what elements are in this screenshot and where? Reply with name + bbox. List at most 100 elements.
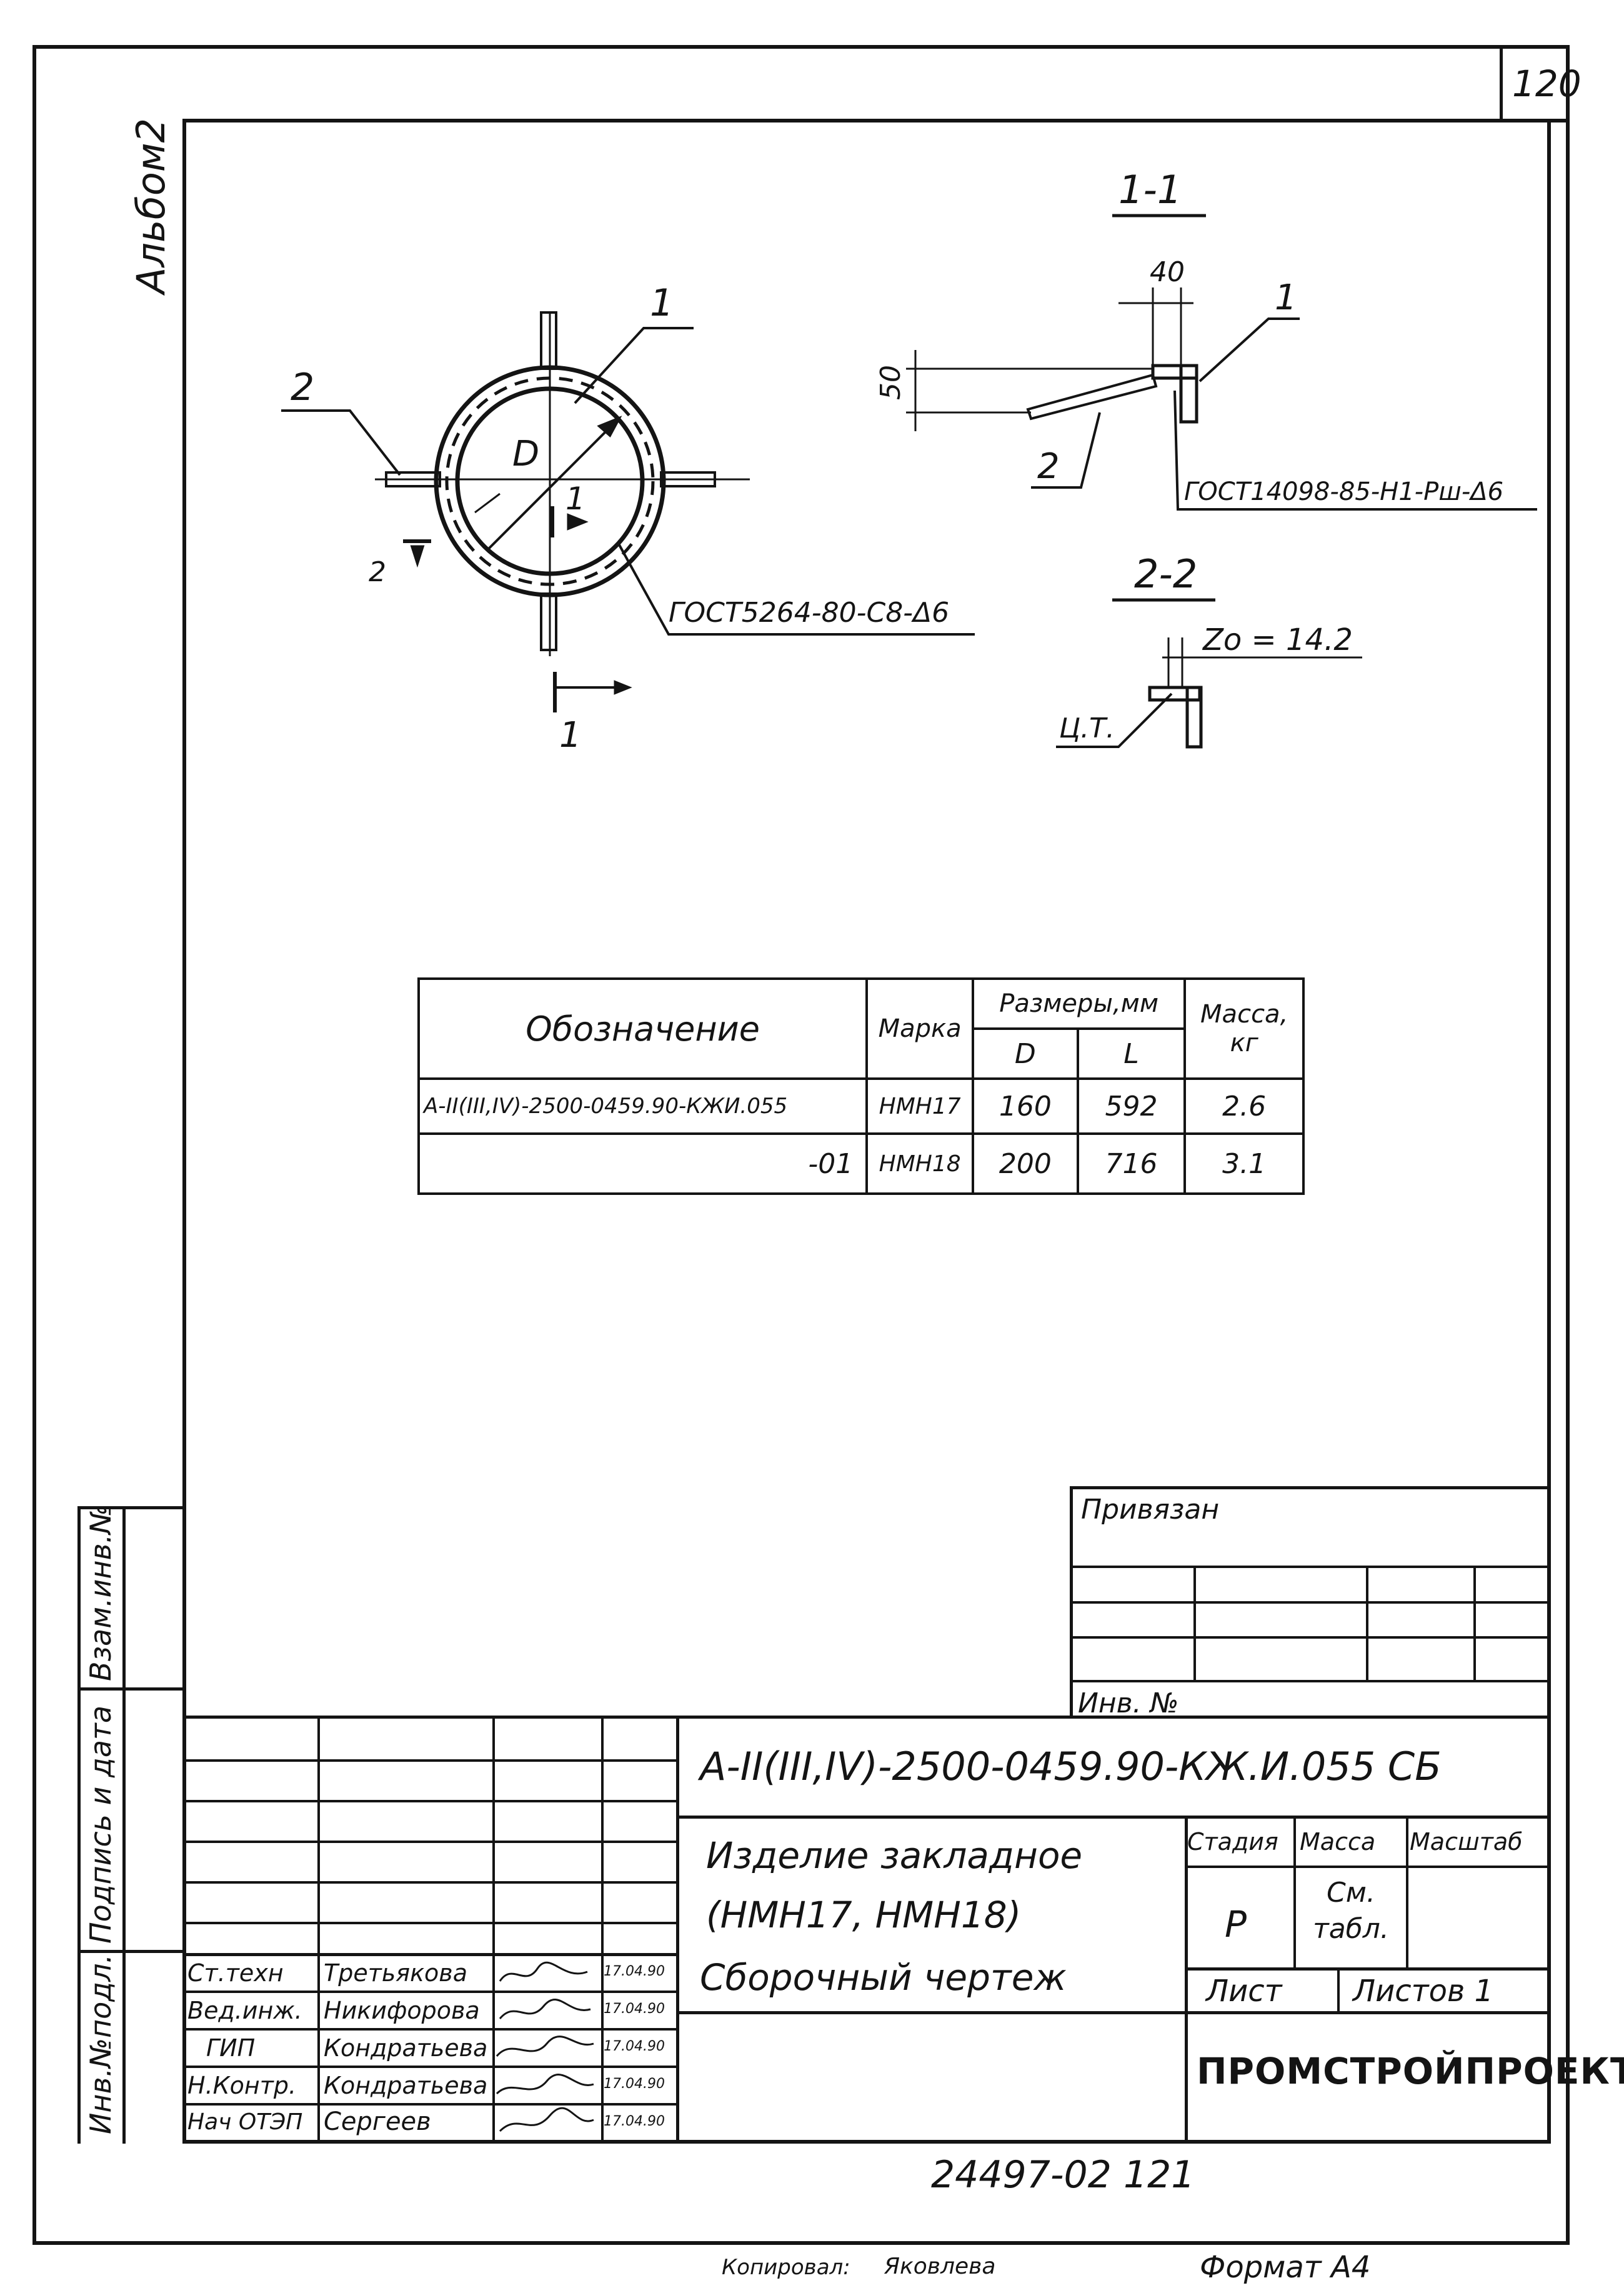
side-stamp-mid bbox=[122, 1506, 126, 2144]
section1-leader-pos2 bbox=[1031, 412, 1101, 489]
section1-dim40: 40 bbox=[1150, 256, 1185, 288]
sig-v2 bbox=[492, 1716, 495, 2141]
document-code: А-II(III,IV)-2500-0459.90-КЖ.И.055 СБ bbox=[700, 1744, 1442, 1789]
side-stamp-div1 bbox=[77, 1687, 186, 1691]
section1-title: 1-1 bbox=[1118, 167, 1182, 212]
privyazan-label: Привязан bbox=[1081, 1494, 1220, 1526]
diameter-arrowhead bbox=[597, 416, 622, 437]
section2-z0: Zo = 14.2 bbox=[1202, 622, 1353, 657]
angle2-flange bbox=[1148, 686, 1202, 702]
page-number-box-left bbox=[1500, 45, 1503, 120]
leader-pos1 bbox=[574, 327, 694, 404]
row-l: 716 bbox=[1076, 1132, 1187, 1195]
inner-frame-right bbox=[1547, 119, 1551, 2144]
company-name: ПРОМСТРОЙПРОЕКТ bbox=[1197, 2050, 1624, 2092]
header-sizes: Размеры,мм bbox=[971, 977, 1187, 1030]
section-arrowhead-2 bbox=[410, 545, 425, 568]
tb-stage-v1 bbox=[1293, 1816, 1296, 1967]
sig-h10 bbox=[182, 2103, 676, 2106]
side-vzam: Взам.инв.№ bbox=[84, 1504, 117, 1681]
privyazan-h1 bbox=[1070, 1566, 1551, 1568]
format-label: Формат А4 bbox=[1200, 2250, 1371, 2285]
leader-weld bbox=[617, 543, 975, 636]
page-number: 120 bbox=[1512, 62, 1582, 105]
signature-scribble bbox=[499, 1961, 588, 1982]
section1-leader-pos1 bbox=[1198, 317, 1300, 382]
plan-pos2: 2 bbox=[291, 366, 314, 409]
outer-frame-top bbox=[32, 45, 1570, 49]
bar-bottom bbox=[540, 592, 557, 651]
section1-pos2: 2 bbox=[1037, 446, 1060, 487]
sig-v1 bbox=[317, 1716, 320, 2141]
signature-scribble bbox=[496, 2074, 594, 2095]
inner-frame-left bbox=[182, 119, 186, 2144]
mass-header: Масса bbox=[1300, 1828, 1376, 1856]
row-mass: 3.1 bbox=[1183, 1132, 1305, 1195]
sig-h6 bbox=[182, 1953, 676, 1956]
signature-scribble bbox=[496, 2036, 594, 2057]
plan-weld-note: ГОСТ5264-80-С8-Δ6 bbox=[669, 597, 949, 629]
section1-dim50: 50 bbox=[875, 365, 907, 400]
side-stamp-div2 bbox=[77, 1950, 186, 1953]
section-arrowhead-lower bbox=[614, 680, 632, 695]
person-date: 17.04.90 bbox=[604, 2114, 665, 2129]
product-name-line1: Изделие закладное bbox=[706, 1834, 1083, 1877]
angle-flange bbox=[1151, 364, 1198, 380]
tb-top bbox=[182, 1716, 1551, 1719]
inner-frame-top bbox=[182, 119, 1566, 122]
row-designation: А-II(III,IV)-2500-0459.90-КЖИ.055 bbox=[417, 1077, 869, 1135]
person-name: Никифорова bbox=[324, 1997, 480, 2024]
header-d: D bbox=[972, 1027, 1079, 1080]
spec-table: Обозначение Марка Размеры,мм Масса, кг D… bbox=[417, 977, 1305, 1195]
person-role: Н.Контр. bbox=[187, 2072, 297, 2099]
sig-h8 bbox=[182, 2028, 676, 2031]
row-mass: 2.6 bbox=[1183, 1077, 1305, 1135]
section1-weld-note: ГОСТ14098-85-Н1-Рш-Δ6 bbox=[1184, 477, 1503, 506]
sig-h1 bbox=[182, 1759, 676, 1762]
diameter-line bbox=[486, 417, 620, 551]
sig-h5 bbox=[182, 1922, 676, 1924]
mass-value: См. табл. bbox=[1313, 1877, 1389, 1945]
row-l: 592 bbox=[1076, 1077, 1187, 1135]
r2-leader bbox=[474, 492, 501, 514]
tb-sheet-v bbox=[1337, 1967, 1340, 2011]
person-date: 17.04.90 bbox=[604, 2001, 665, 2017]
side-inv: Инв.№подл. bbox=[84, 1954, 117, 2134]
person-role: Ст.техн bbox=[187, 1959, 284, 1987]
tb-name-right bbox=[1185, 1816, 1188, 2141]
person-name: Кондратьева bbox=[324, 2072, 488, 2099]
privyazan-v3 bbox=[1473, 1566, 1476, 1680]
plan-section-mark-lower: 1 bbox=[559, 715, 582, 756]
table-row: А-II(III,IV)-2500-0459.90-КЖИ.055 НМН17 … bbox=[417, 1077, 1305, 1135]
angle-leg bbox=[1179, 364, 1198, 424]
row-mark: НМН18 bbox=[865, 1132, 974, 1195]
signature-scribble bbox=[499, 1999, 591, 2019]
person-role: Вед.инж. bbox=[187, 1997, 302, 2024]
outer-frame-left bbox=[32, 45, 36, 2245]
leader-pos2 bbox=[281, 409, 401, 476]
copier-signature: Яковлева bbox=[884, 2254, 996, 2279]
stage-header: Стадия bbox=[1187, 1828, 1278, 1856]
header-l: L bbox=[1076, 1027, 1187, 1080]
scale-header: Масштаб bbox=[1410, 1828, 1523, 1856]
side-podpis: Подпись и дата bbox=[84, 1705, 117, 1944]
plan-section-mark-mid: 1 bbox=[565, 481, 585, 517]
row-designation: -01 bbox=[417, 1132, 869, 1195]
header-mass: Масса, кг bbox=[1183, 977, 1305, 1080]
product-name-line2: (НМН17, НМН18) bbox=[706, 1894, 1022, 1936]
anchor-bar-side bbox=[1026, 373, 1158, 421]
privyazan-h2 bbox=[1070, 1601, 1551, 1604]
tb-left-div bbox=[676, 1716, 679, 2141]
product-name-line3: Сборочный чертеж bbox=[700, 1956, 1067, 1999]
sig-h4 bbox=[182, 1881, 676, 1884]
person-date: 17.04.90 bbox=[604, 2039, 665, 2054]
sig-h3 bbox=[182, 1841, 676, 1843]
person-name: Третьякова bbox=[324, 1959, 467, 1987]
privyazan-h3 bbox=[1070, 1636, 1551, 1639]
header-mark: Марка bbox=[865, 977, 974, 1080]
outer-frame-right bbox=[1566, 45, 1570, 2245]
privyazan-v2 bbox=[1366, 1566, 1368, 1680]
header-designation: Обозначение bbox=[417, 977, 869, 1080]
tb-sheet-bottom bbox=[1185, 2011, 1551, 2014]
table-row: -01 НМН18 200 716 3.1 bbox=[417, 1132, 1305, 1195]
